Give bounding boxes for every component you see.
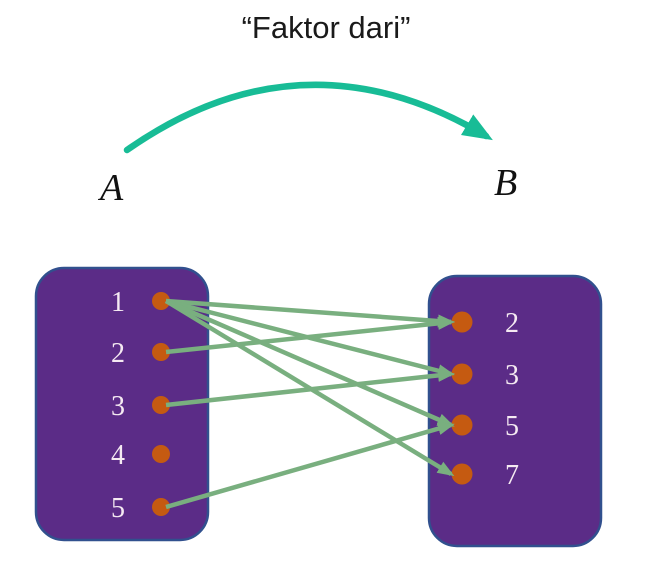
set-a-dot-4	[152, 445, 170, 463]
set-a-dot-1	[152, 292, 170, 310]
diagram-title: “Faktor dari”	[242, 10, 411, 45]
set-a-dot-2	[152, 343, 170, 361]
arrow-3-to-3	[165, 368, 455, 408]
arrow-2-to-2	[165, 316, 455, 355]
relation-arc-arrow-icon	[123, 81, 493, 154]
set-a-element-1: 1	[111, 287, 125, 318]
set-b-element-3: 3	[505, 360, 519, 391]
arrow-1-to-2	[165, 298, 455, 328]
set-a-dot-3	[152, 396, 170, 414]
set-b-dot-3	[451, 363, 473, 385]
set-b-box	[427, 274, 603, 548]
set-a-element-3: 3	[111, 391, 125, 422]
set-a-element-4: 4	[111, 440, 125, 471]
set-b-elements: 2 3 5 7	[451, 308, 519, 491]
set-a-label: A	[97, 167, 124, 209]
set-a-box	[34, 266, 210, 542]
set-b-element-2: 2	[505, 308, 519, 339]
set-b-dot-2	[451, 311, 473, 333]
set-b-dot-7	[451, 463, 473, 485]
set-a-element-5: 5	[111, 493, 125, 524]
set-b-label: B	[494, 162, 517, 204]
set-a-element-2: 2	[111, 338, 125, 369]
set-b-element-7: 7	[505, 460, 519, 491]
arrow-5-to-5	[165, 422, 455, 510]
set-a-elements: 1 2 3 4 5	[111, 287, 170, 524]
arrow-1-to-5	[165, 298, 455, 428]
set-b-dot-5	[451, 414, 473, 436]
set-a-dot-5	[152, 498, 170, 516]
set-b-element-5: 5	[505, 411, 519, 442]
relation-arrows	[164, 298, 455, 510]
